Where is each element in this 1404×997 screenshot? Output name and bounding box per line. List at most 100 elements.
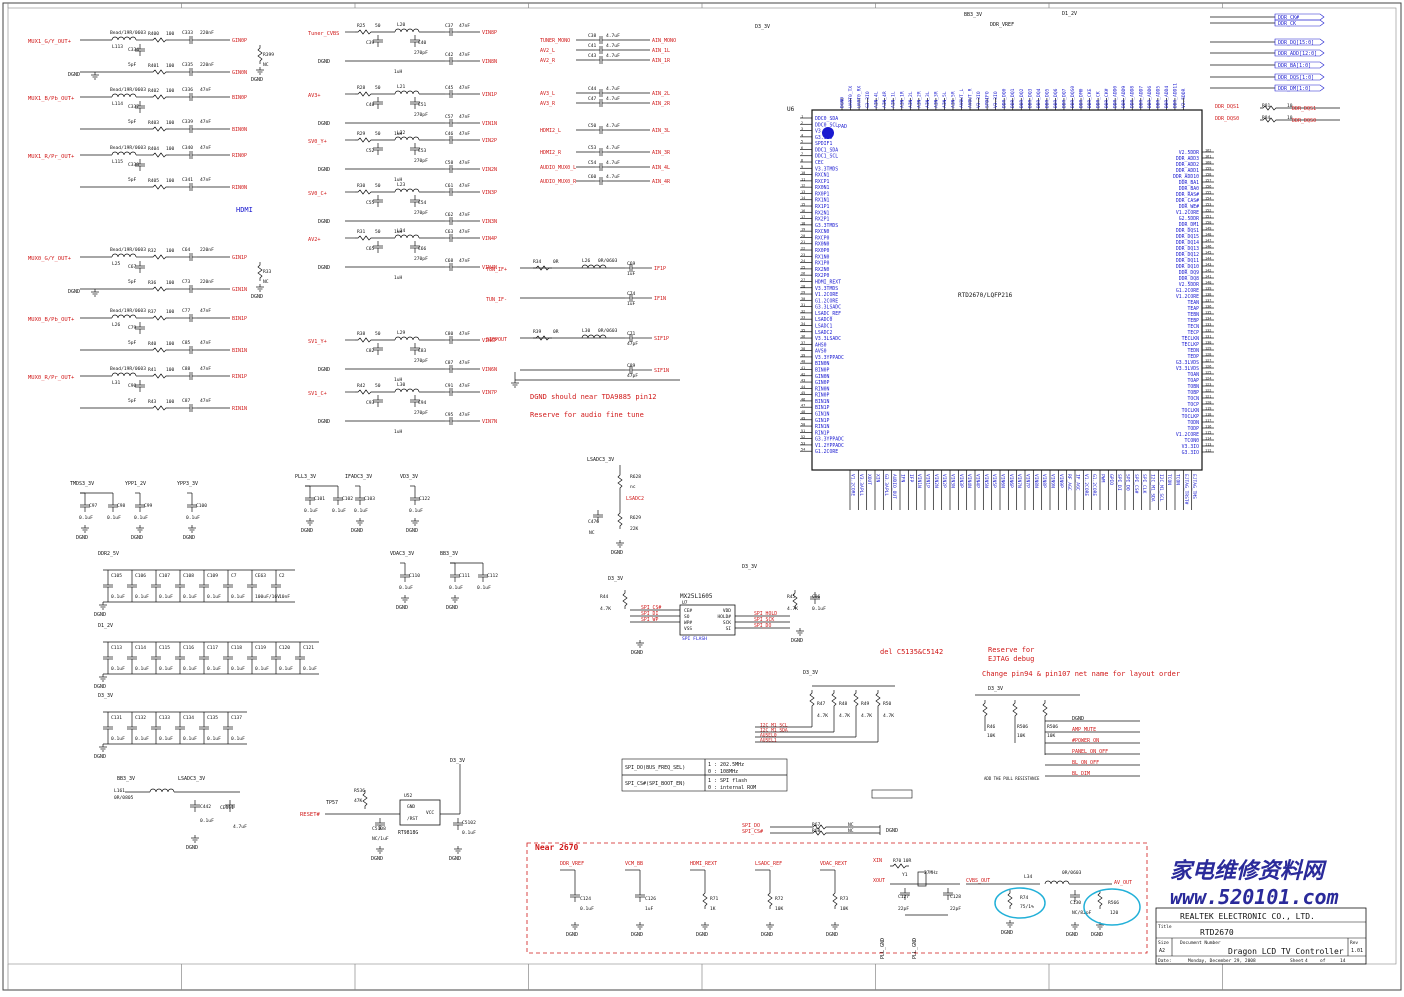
chip-pin-label: LSADC1 (815, 323, 832, 329)
gnd-label: DGND (1001, 930, 1013, 936)
chip-pin-label: CEC (815, 160, 824, 166)
chip-pin-label: AIN_2L (908, 91, 914, 108)
value-label: 0.1uF (231, 736, 245, 742)
net-label: AV3_L (540, 91, 555, 97)
ref-label: C82 (366, 348, 375, 354)
net-label: RESET# (300, 812, 321, 818)
value-label: 4.7uF (233, 824, 247, 830)
chip-pin-number: 1 (801, 115, 803, 119)
value-label: 47nF (200, 366, 211, 372)
chip-pin-label: TEDP (1187, 354, 1199, 360)
gnd-label: DGND (1091, 932, 1103, 938)
net-label: AIN_3L (652, 128, 670, 134)
ref-label: C113 (111, 645, 122, 651)
rail-label: YPP1_2V (125, 481, 146, 487)
chip-pin-label: DDR_RAS# (1176, 192, 1199, 198)
gnd-label: DGND (696, 932, 708, 938)
net-label: DDR_DQS1 (1215, 104, 1239, 110)
value-label: 100 (166, 309, 175, 315)
crystal-symbol[interactable] (917, 871, 927, 887)
chip-pin-label: SO (684, 614, 690, 620)
doc-label: Document Number (1180, 940, 1221, 946)
spi-flash-chip[interactable] (679, 604, 736, 636)
rail-label: YPP3_3V (177, 481, 198, 487)
chip-pin-label: RX1N1 (815, 198, 830, 204)
chip-pin-label: SCK (723, 620, 731, 626)
chip-pin-number: 143 (1205, 263, 1211, 267)
value-label: 47nF (200, 119, 211, 125)
boot-option: 0 : 108MHz (708, 769, 738, 775)
boot-option: 0 : internal ROM (708, 785, 756, 791)
net-label: AV_OUT (1114, 880, 1132, 886)
value-label: 27MHz (924, 870, 938, 876)
chip-pin-label: SPDIFO (985, 91, 991, 108)
ref-label: R74 (1020, 895, 1029, 901)
highlight-r566 (1083, 888, 1141, 926)
net-label: VIN1N (482, 121, 497, 127)
value-label: 0R/0603 (598, 328, 618, 334)
chip-pin-label: DDR_ADD0 (1113, 86, 1119, 108)
net-label: VIN2P (482, 138, 497, 144)
ref-label: C476 (588, 519, 599, 525)
chip-pin-number: 127 (1205, 359, 1211, 363)
ref-label: C2 (279, 573, 285, 579)
net-label: SV1_C+ (308, 391, 327, 397)
note-change-pin: Change pin94 & pin107 net name for layou… (982, 670, 1180, 678)
chip-pin-label: V1.2CORE (850, 474, 856, 496)
gnd-label: DGND (76, 535, 88, 541)
ref-label: C46 (445, 131, 454, 137)
value-label: 270pF (414, 112, 428, 118)
ref-label: R81 (1262, 103, 1271, 109)
chip-pin-number: 54 (801, 448, 805, 452)
chip-pin-number: 22 (801, 247, 805, 251)
net-label: AIN_MONO (652, 38, 676, 44)
size-label: Size (1158, 940, 1169, 946)
net-label: SPI_SCK (754, 617, 774, 623)
net-label: AUDIO_MUX0_L (540, 165, 576, 171)
chip-pin-label: DGND (840, 97, 846, 108)
chip-pin-number: 159 (1205, 167, 1211, 171)
chip-pin-number: 36 (801, 335, 805, 339)
resistor-symbol (1260, 105, 1279, 111)
value-label: 0.1uF (111, 736, 125, 742)
chip-pin-label: VIN4N (966, 474, 972, 488)
chip-pin-label: RIN0P (815, 393, 830, 399)
resistor-symbol (355, 29, 374, 35)
net-label: PANEL_ON_OFF (1072, 749, 1108, 755)
value-label: 10K (775, 906, 784, 912)
ref-label: C137 (231, 715, 242, 721)
reset-ic[interactable] (399, 799, 441, 826)
chip-pin-label: AVOUT_L (959, 88, 965, 108)
ref-label: C128 (950, 894, 961, 900)
chip-pin-number: 23 (801, 253, 805, 257)
net-label: VIN1P (482, 92, 497, 98)
net-label: VDAC_REXT (820, 861, 847, 867)
chip-pin-label: AIN_4R (882, 91, 888, 108)
ref-label: C50 (588, 123, 597, 129)
net-label: SV1_Y+ (308, 339, 327, 345)
chip-pin-number: 112 (1205, 449, 1211, 453)
net-label: GIN0P (232, 38, 247, 44)
gnd-label: DGND (251, 294, 263, 300)
chip-pin-label: RX2N1 (815, 210, 830, 216)
chip-pin-label: UART0_TX (848, 86, 854, 108)
resistor-symbol (150, 69, 169, 75)
value-label: 220nF (200, 62, 214, 68)
resistor-symbol (832, 890, 838, 909)
inductor-symbol (394, 336, 420, 341)
ref-label: C55 (366, 200, 375, 206)
chip-pin-label: G3.3APLL (883, 474, 889, 496)
value-label: 5pF (128, 119, 137, 125)
note-ejtag: EJTAG debug (988, 655, 1034, 663)
ref-label: R39 (533, 329, 542, 335)
value-label: 0.1uF (135, 736, 149, 742)
chip-pin-label: VIN7P (1025, 474, 1031, 488)
net-label: SPI_HOLD (754, 611, 777, 617)
resistor-symbol (1097, 890, 1103, 909)
chip-pin-label: DDR_ADD11 (1172, 83, 1178, 108)
chip-pin-label: TOCP (1187, 402, 1199, 408)
net-label: HDMI2_R (540, 150, 562, 156)
value-label: 0.1uF (399, 585, 413, 591)
value-label: 1uF (627, 271, 636, 277)
rtd2670-chip[interactable] (811, 109, 1203, 471)
